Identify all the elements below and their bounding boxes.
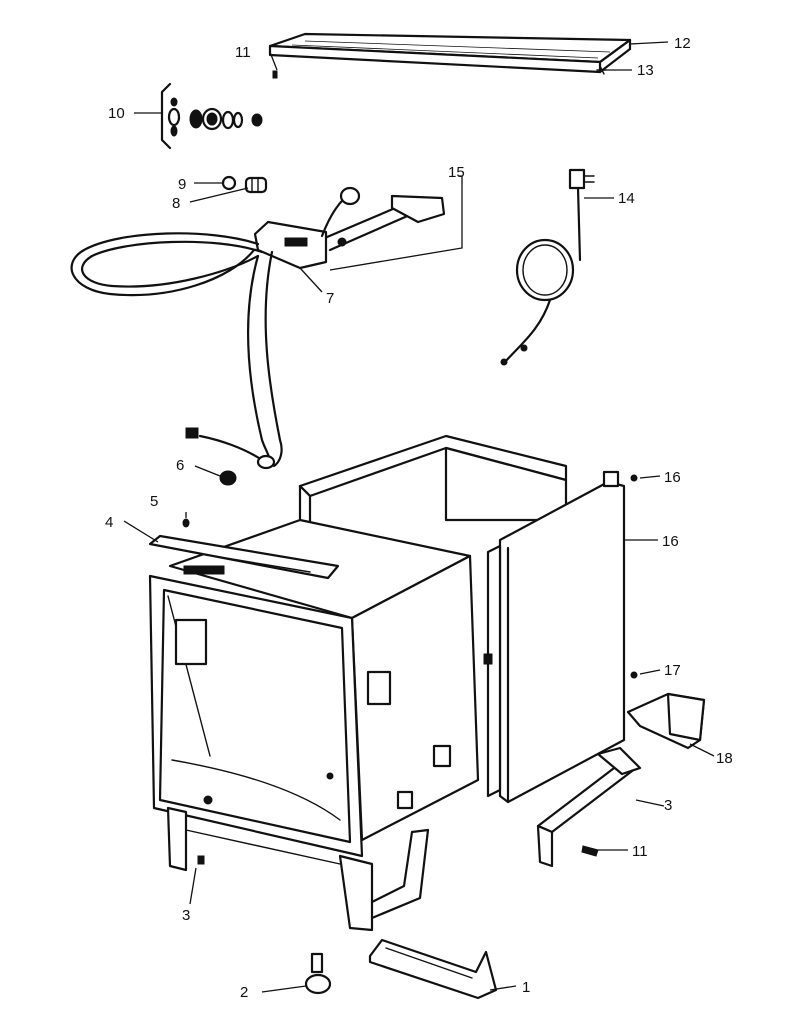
callout-5: 5 (150, 493, 158, 510)
part-plug-6 (219, 470, 237, 486)
callout-labels: 1 2 3 3 4 5 6 7 8 9 10 11 11 12 13 14 15… (105, 35, 733, 1001)
leader-lines (123, 41, 715, 993)
part-o-ring (221, 175, 237, 191)
callout-3a: 3 (182, 907, 190, 924)
callout-15: 15 (448, 164, 465, 181)
part-fitting-8 (244, 176, 268, 194)
part-inlet-hose-assembly (70, 186, 446, 470)
callout-9: 9 (178, 176, 186, 193)
callout-4: 4 (105, 514, 113, 531)
part-screw-11b (581, 845, 599, 857)
part-screw-5 (182, 518, 190, 528)
part-mounting-bracket (148, 534, 340, 580)
callout-10: 10 (108, 105, 125, 122)
part-power-cord (500, 168, 595, 366)
callout-11a: 11 (235, 44, 251, 61)
callout-7: 7 (326, 290, 334, 307)
part-tub (148, 518, 480, 858)
callout-8: 8 (172, 195, 180, 212)
callout-12: 12 (674, 35, 691, 52)
callout-2: 2 (240, 984, 248, 1001)
callout-16b: 17 (664, 662, 681, 679)
part-worktop (268, 32, 632, 74)
part-screw-16b (630, 671, 638, 679)
part-rail-right (536, 746, 642, 868)
part-base-frame (166, 806, 430, 932)
part-leveling-foot (304, 952, 332, 995)
part-screw-13 (596, 65, 607, 75)
callout-3b: 3 (664, 797, 672, 814)
part-cover-18 (626, 692, 706, 750)
part-kick-bracket (368, 938, 498, 1000)
part-screw-top (272, 70, 278, 79)
callout-1: 1 (522, 979, 530, 996)
part-valve-fittings (160, 82, 263, 150)
callout-6: 6 (176, 457, 184, 474)
callout-13: 13 (637, 62, 654, 79)
part-screw-16a (630, 474, 638, 482)
callout-18: 18 (716, 750, 733, 767)
callout-16a: 16 (664, 469, 681, 486)
callout-17: 16 (662, 533, 679, 550)
part-side-panel-right (483, 470, 626, 804)
callout-14: 14 (618, 190, 635, 207)
callout-11b: 11 (632, 843, 648, 860)
